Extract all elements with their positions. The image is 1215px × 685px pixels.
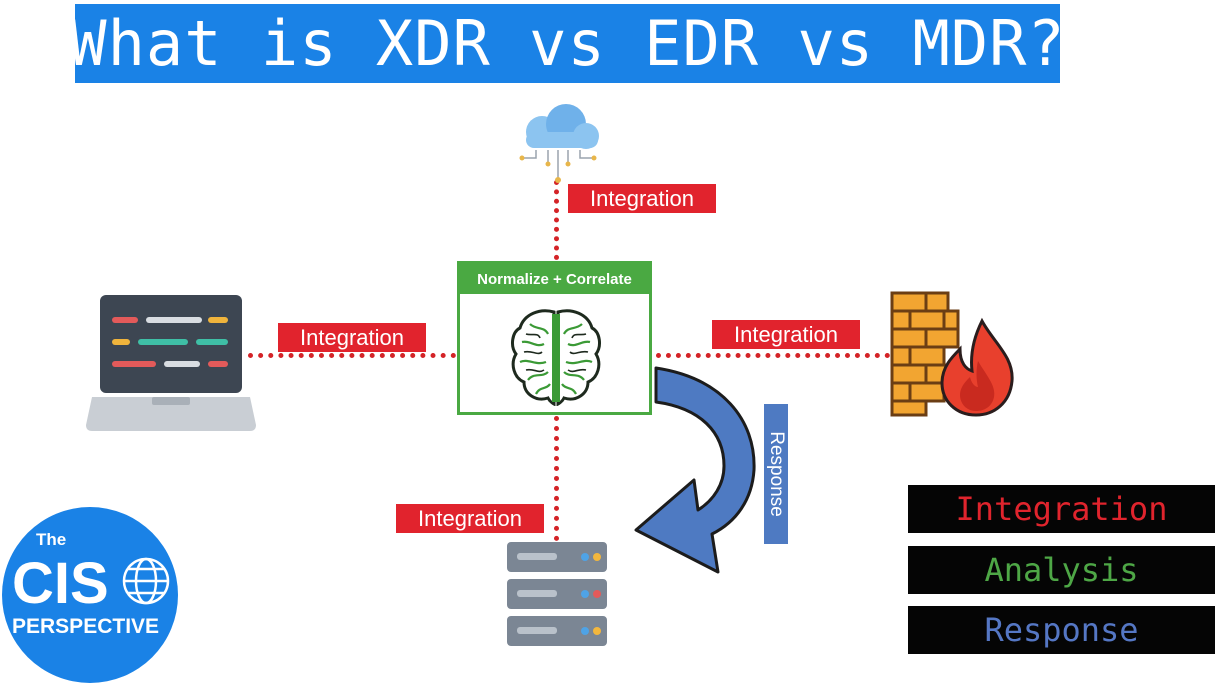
connector-bottom [554,416,559,541]
cloud-icon [519,104,599,183]
response-label-text: Response [766,431,787,517]
normalize-correlate-box: Normalize + Correlate [457,261,652,415]
integration-label-left: Integration [278,323,426,352]
brain-icon [511,309,601,406]
logo-perspective: PERSPECTIVE [12,615,159,638]
legend-analysis-text: Analysis [984,551,1139,589]
laptop-icon [86,295,256,431]
legend-integration-text: Integration [955,490,1168,528]
integration-label-bottom: Integration [396,504,544,533]
response-arrow-icon [634,366,756,574]
title-bar: What is XDR vs EDR vs MDR? [69,4,1065,83]
legend-response-text: Response [984,611,1139,649]
center-header: Normalize + Correlate [460,264,649,294]
integration-label-top: Integration [568,184,716,213]
integration-label-right: Integration [712,320,860,349]
response-label: Response [764,404,788,544]
legend-integration: Integration [908,485,1215,533]
connector-right [656,353,890,358]
firewall-icon [890,291,1014,417]
globe-icon [122,557,170,605]
logo-the: The [36,530,66,549]
legend-response: Response [908,606,1215,654]
logo-circle [2,507,178,683]
logo-cis: CIS [12,551,109,616]
legend-analysis: Analysis [908,546,1215,594]
cis-perspective-logo: The CIS PERSPECTIVE [2,507,178,683]
page-title: What is XDR vs EDR vs MDR? [69,7,1066,80]
connector-left [248,353,456,358]
connector-top [554,180,559,260]
server-icon [507,542,607,646]
